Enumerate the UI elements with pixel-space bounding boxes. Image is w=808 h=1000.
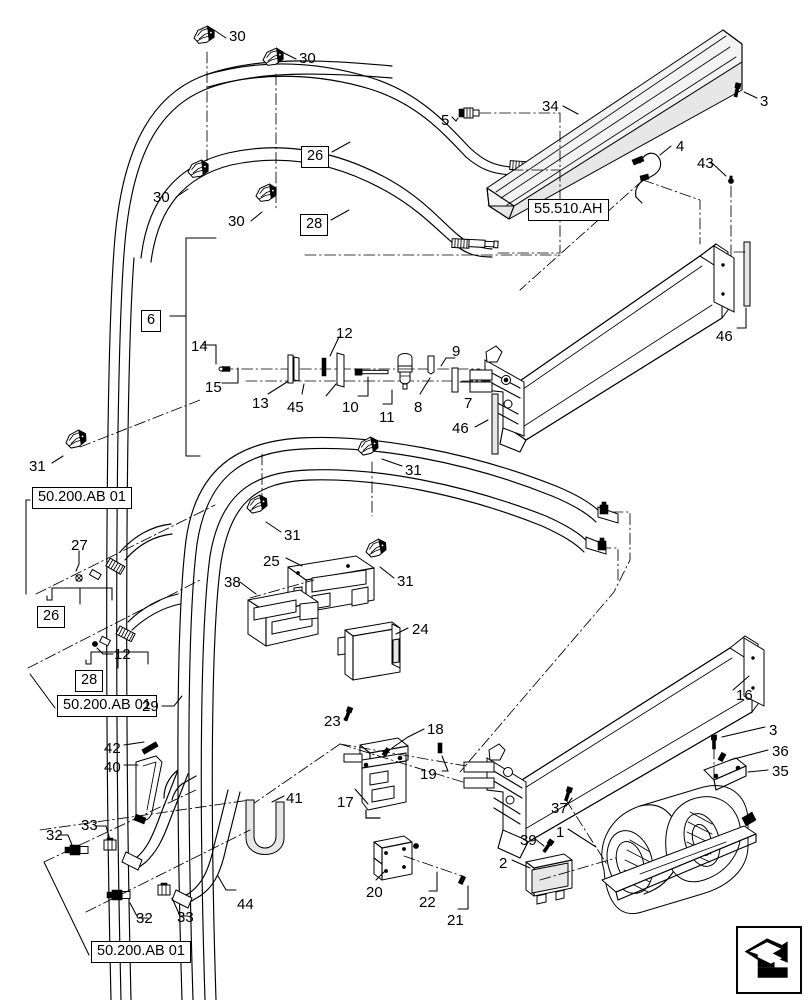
item-callout-30-a[interactable]: 30 [229, 28, 246, 45]
item-callout-41[interactable]: 41 [286, 790, 303, 807]
item-callout-30-b[interactable]: 30 [299, 50, 316, 67]
reference-box-55510ah[interactable]: 55.510.AH [528, 199, 609, 221]
item-callout-24[interactable]: 24 [412, 621, 429, 638]
item-callout-43[interactable]: 43 [697, 155, 714, 172]
item-callout-3-b[interactable]: 3 [769, 722, 778, 739]
boxed-item-number-28-left[interactable]: 28 [75, 670, 104, 692]
boxed-item-number-26-left[interactable]: 26 [37, 606, 66, 628]
item-callout-31-d[interactable]: 31 [397, 573, 414, 590]
item-callout-8[interactable]: 8 [414, 399, 423, 416]
item-callout-15[interactable]: 15 [205, 379, 222, 396]
item-callout-34[interactable]: 34 [542, 98, 559, 115]
boxed-item-number-26-top[interactable]: 26 [301, 146, 330, 168]
item-callout-3-a[interactable]: 3 [760, 93, 769, 110]
item-callout-31-a[interactable]: 31 [29, 458, 46, 475]
item-callout-18[interactable]: 18 [427, 721, 444, 738]
item-callout-44[interactable]: 44 [237, 896, 254, 913]
item-callout-40[interactable]: 40 [104, 759, 121, 776]
item-callout-32-b[interactable]: 32 [136, 910, 153, 927]
item-callout-45[interactable]: 45 [287, 399, 304, 416]
item-callout-46-a[interactable]: 46 [716, 328, 733, 345]
reference-box-50200ab-mid-left[interactable]: 50.200.AB 01 [57, 695, 157, 717]
item-callout-19[interactable]: 19 [420, 766, 437, 783]
item-callout-13[interactable]: 13 [252, 395, 269, 412]
item-callout-31-b[interactable]: 31 [405, 462, 422, 479]
item-callout-5[interactable]: 5 [441, 112, 450, 129]
reference-box-50200ab-bottom-left[interactable]: 50.200.AB 01 [91, 941, 191, 963]
reference-box-50200ab-upper-left[interactable]: 50.200.AB 01 [32, 487, 132, 509]
item-callout-16[interactable]: 16 [736, 687, 753, 704]
item-callout-14[interactable]: 14 [191, 338, 208, 355]
item-callout-11[interactable]: 11 [379, 409, 395, 426]
item-callout-27[interactable]: 27 [71, 537, 88, 554]
item-callout-21[interactable]: 21 [447, 912, 464, 929]
item-callout-7[interactable]: 7 [464, 395, 473, 412]
item-callout-12-b[interactable]: 12 [114, 646, 131, 663]
boxed-item-number-6[interactable]: 6 [141, 310, 162, 332]
item-callout-36[interactable]: 36 [772, 743, 789, 760]
item-callout-12-a[interactable]: 12 [336, 325, 353, 342]
item-callout-29[interactable]: 29 [142, 698, 159, 715]
item-callout-30-d[interactable]: 30 [228, 213, 245, 230]
item-callout-35[interactable]: 35 [772, 763, 789, 780]
item-callout-1[interactable]: 1 [556, 824, 565, 841]
view-direction-arrow-icon [736, 926, 802, 994]
item-callout-30-c[interactable]: 30 [153, 189, 170, 206]
item-callout-32-a[interactable]: 32 [46, 827, 63, 844]
item-callout-31-c[interactable]: 31 [284, 527, 301, 544]
item-callout-9[interactable]: 9 [452, 343, 461, 360]
item-callout-46-b[interactable]: 46 [452, 420, 469, 437]
item-callout-20[interactable]: 20 [366, 884, 383, 901]
item-callout-22[interactable]: 22 [419, 894, 436, 911]
item-callout-38[interactable]: 38 [224, 574, 241, 591]
item-callout-17[interactable]: 17 [337, 794, 354, 811]
item-callout-25[interactable]: 25 [263, 553, 280, 570]
boxed-item-number-28-top[interactable]: 28 [300, 214, 329, 236]
item-callout-33-b[interactable]: 33 [177, 909, 194, 926]
item-callout-23[interactable]: 23 [324, 713, 341, 730]
item-callout-4[interactable]: 4 [676, 138, 685, 155]
item-callout-2[interactable]: 2 [499, 855, 508, 872]
item-callout-42[interactable]: 42 [104, 740, 121, 757]
item-callout-39[interactable]: 39 [520, 832, 537, 849]
item-callout-33-a[interactable]: 33 [81, 817, 98, 834]
item-callout-37[interactable]: 37 [551, 800, 568, 817]
item-callout-10[interactable]: 10 [342, 399, 359, 416]
